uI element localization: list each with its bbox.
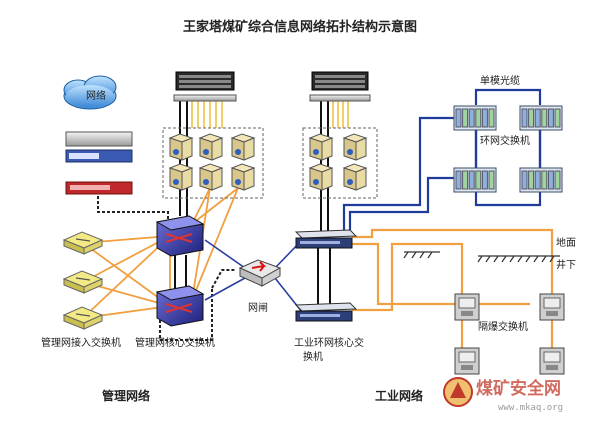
underground-label: 井下 <box>556 258 576 271</box>
industrial-core-switch-label-2: 换机 <box>303 350 323 363</box>
ring-links <box>474 130 542 170</box>
switch-icon <box>62 306 104 330</box>
explosion-proof-switch-icon <box>454 347 480 375</box>
storage-array-icon <box>173 71 237 102</box>
server-icon <box>308 163 334 191</box>
server-icon <box>230 133 256 161</box>
industrial-links <box>352 228 554 350</box>
fiber-links <box>342 88 542 232</box>
gateway-label: 网闸 <box>248 301 268 314</box>
explosion-proof-switch-icon <box>454 293 480 321</box>
ring-switch-label: 环网交换机 <box>480 134 530 147</box>
ring-switch-icon <box>519 105 563 131</box>
core-switch-icon <box>155 285 205 327</box>
server-icon <box>168 133 194 161</box>
diagram-title: 王家塔煤矿综合信息网络拓扑结构示意图 <box>183 19 417 35</box>
server-icon <box>308 133 334 161</box>
explosion-proof-switch-icon <box>539 293 565 321</box>
server-icon <box>230 163 256 191</box>
mgmt-core-switch-label: 管理网核心交换机 <box>135 336 215 349</box>
industrial-core-switch-icon <box>294 229 358 249</box>
cloud-label: 网络 <box>86 89 106 102</box>
industrial-core-switch-icon <box>294 302 358 322</box>
server-icon <box>168 163 194 191</box>
switch-icon <box>62 231 104 255</box>
single-mode-fiber-label: 单模光缆 <box>480 74 520 87</box>
industrial-network-label: 工业网络 <box>375 388 423 403</box>
ground-line <box>403 251 560 263</box>
access-switches <box>62 231 104 330</box>
mgmt-server-group <box>162 127 264 199</box>
watermark-logo: 煤矿安全网 www.mkaq.org <box>443 377 563 413</box>
explosion-proof-switch-icon <box>539 347 565 375</box>
cloud-icon <box>63 75 117 110</box>
server-icons <box>168 133 368 191</box>
server-icon <box>342 163 368 191</box>
firewall-icon <box>65 131 133 195</box>
storage-server-links <box>191 100 349 128</box>
server-icon <box>198 133 224 161</box>
core-switch-icon <box>155 215 205 257</box>
industrial-server-group <box>302 127 378 199</box>
ring-switches <box>453 105 563 193</box>
ring-switch-icon <box>519 167 563 193</box>
storage-array-icon <box>309 71 371 102</box>
ring-switch-icon <box>453 105 497 131</box>
ring-switch-icon <box>453 167 497 193</box>
explosion-proof-switch-label: 隔爆交换机 <box>478 320 528 333</box>
switch-icon <box>62 270 104 294</box>
mgmt-network-label: 管理网络 <box>102 388 150 403</box>
ground-label: 地面 <box>556 236 576 249</box>
industrial-core-switch-label-1: 工业环网核心交 <box>294 336 364 349</box>
dashed-links <box>97 196 236 341</box>
mgmt-access-switch-label: 管理网接入交换机 <box>41 336 121 349</box>
explosion-proof-switches <box>454 293 565 375</box>
watermark-text: 煤矿安全网 <box>476 378 561 399</box>
server-icon <box>342 133 368 161</box>
gateway-icon <box>238 259 282 287</box>
watermark-url: www.mkaq.org <box>498 403 563 413</box>
server-icon <box>198 163 224 191</box>
